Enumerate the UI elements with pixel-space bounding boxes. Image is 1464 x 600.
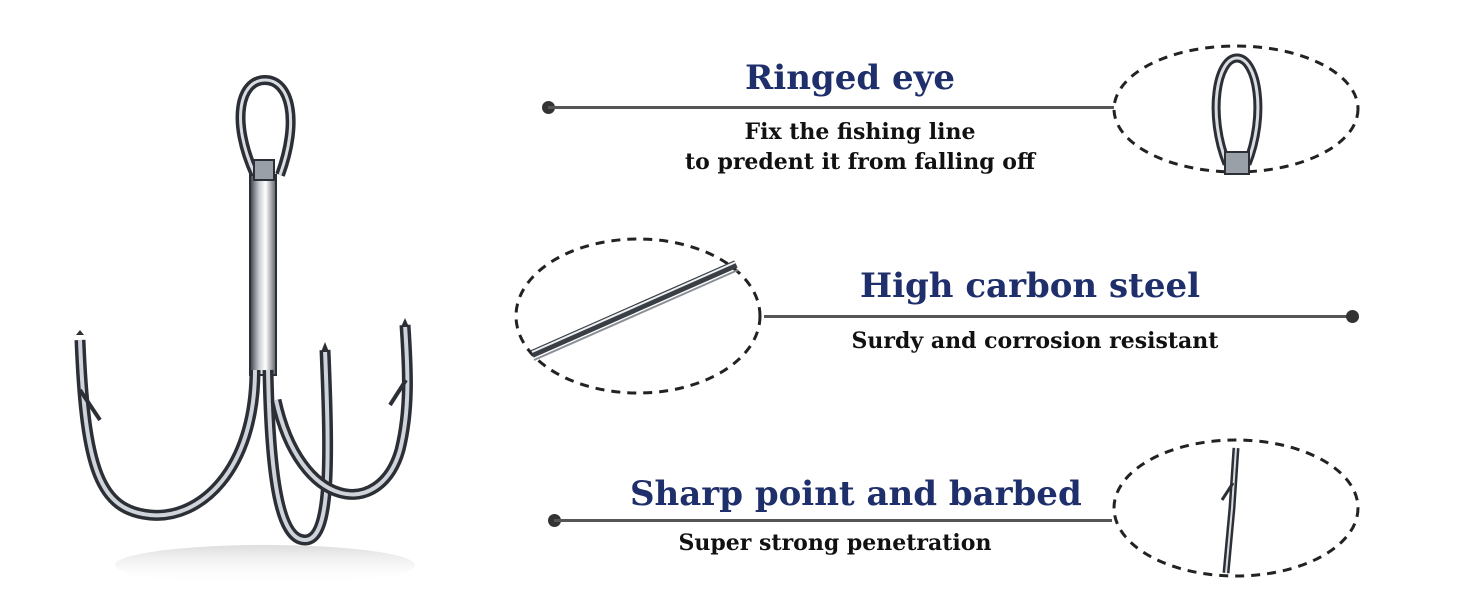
feature-3-description: Super strong penetration — [678, 530, 992, 556]
feature-1-title: Ringed eye — [745, 58, 955, 98]
treble-hook-image — [74, 74, 415, 585]
steel-wire-detail — [514, 237, 762, 395]
feature-2-dot — [1346, 310, 1359, 323]
feature-1-description-line-1: Fix the fishing line — [744, 119, 976, 145]
feature-2-description: Surdy and corrosion resistant — [851, 328, 1219, 354]
barb-point-detail — [1112, 438, 1360, 578]
feature-1-description-line-2: to predent it from falling off — [684, 149, 1036, 175]
feature-3-title: Sharp point and barbed — [630, 474, 1082, 514]
feature-2-line — [764, 315, 1352, 318]
feature-3-line — [554, 519, 1112, 522]
feature-2-title: High carbon steel — [859, 266, 1201, 306]
ringed-eye-detail — [1112, 44, 1360, 175]
feature-1-line — [548, 106, 1114, 109]
